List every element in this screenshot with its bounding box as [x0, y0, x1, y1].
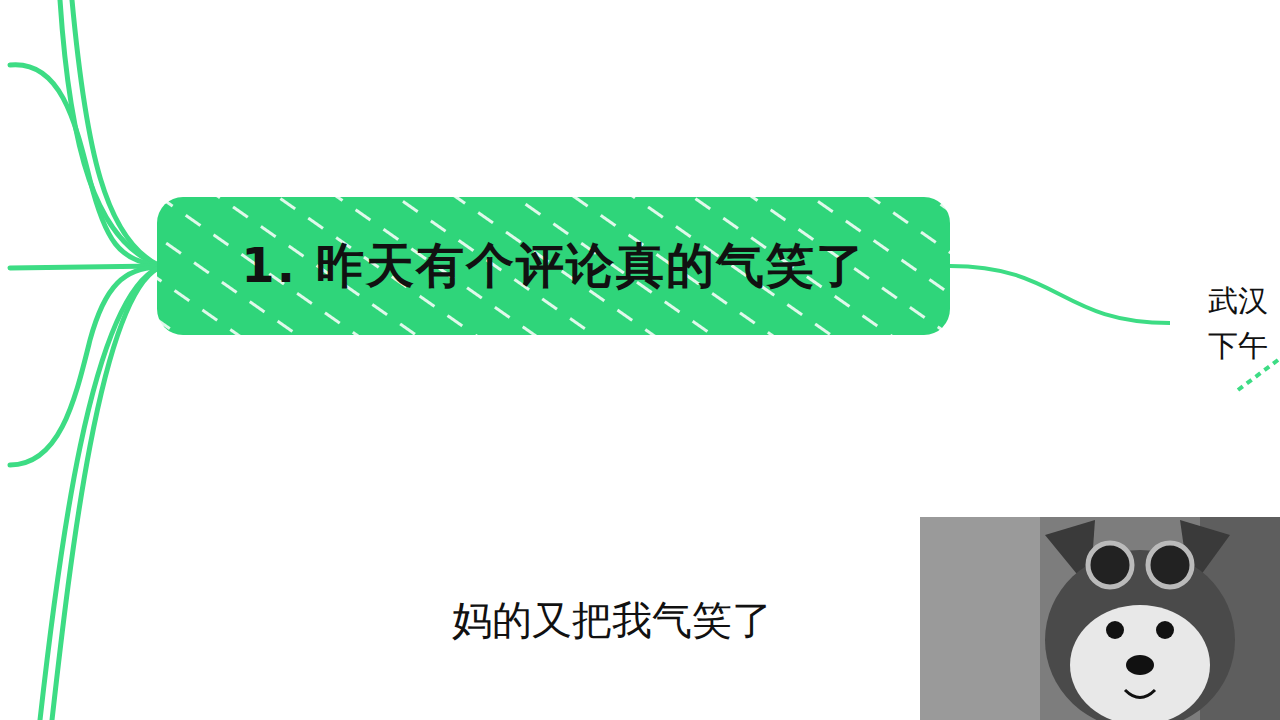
branch-connector	[950, 266, 1170, 323]
mascot-eye	[1106, 621, 1124, 639]
branch-node: 武汉 下午	[1170, 278, 1268, 368]
dash-mark	[1238, 360, 1278, 390]
node-text: 1. 昨天有个评论真的气笑了	[241, 234, 865, 298]
branch-line	[52, 268, 158, 720]
branch-line	[10, 65, 158, 265]
mascot-eye	[1156, 621, 1174, 639]
node-text: 武汉 下午	[1208, 278, 1268, 368]
branch-line	[40, 268, 158, 720]
hatch-rect	[157, 197, 950, 335]
branch-line	[10, 266, 158, 268]
webcam-mascot	[920, 517, 1280, 720]
webcam-bg	[920, 517, 1040, 720]
mascot-head	[1045, 550, 1235, 720]
subtitle: 妈的又把我气笑了	[452, 593, 772, 648]
mascot-mouth	[1125, 690, 1155, 698]
mascot-nose	[1126, 655, 1154, 675]
side-node-mark	[1238, 360, 1278, 390]
topic-box: 1. 昨天有个评论真的气笑了	[157, 197, 950, 335]
mascot-face	[1070, 605, 1210, 720]
branch-line	[72, 0, 158, 265]
mascot-goggle	[1088, 543, 1132, 587]
branch-lines	[10, 0, 158, 720]
mascot-goggle	[1148, 543, 1192, 587]
